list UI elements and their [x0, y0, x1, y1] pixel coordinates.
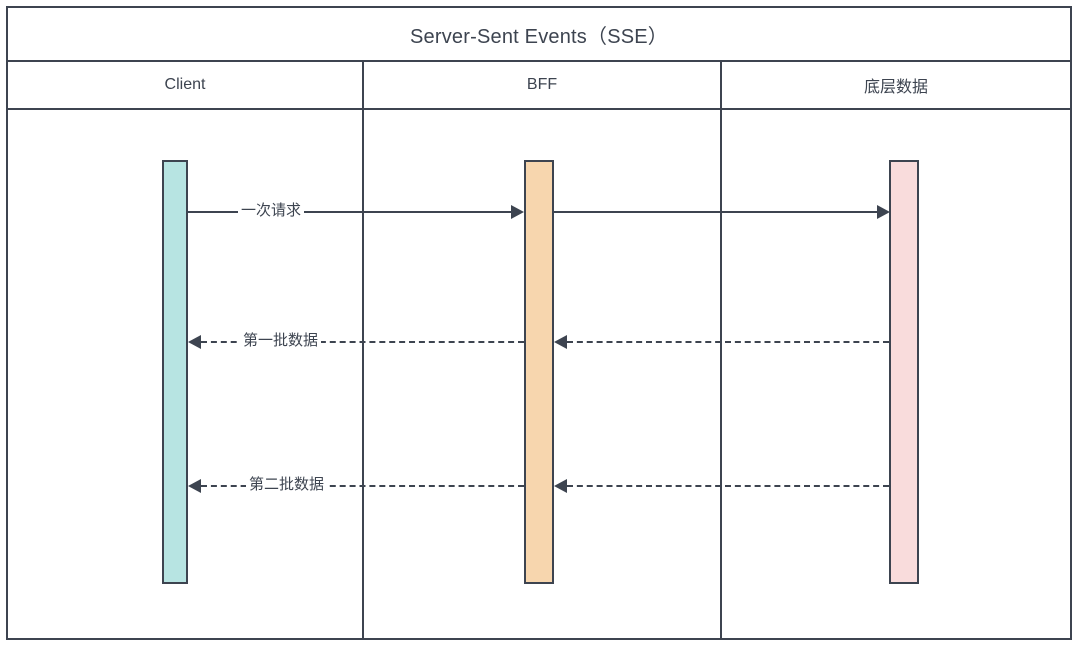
participant-header-client: Client [8, 62, 362, 108]
message-line-request-bff-data [554, 211, 877, 213]
participant-label-client: Client [164, 76, 206, 93]
message-line-batch1-bff-client [201, 341, 524, 343]
diagram-body: 一次请求 第一批数据 第二批数据 [8, 62, 1070, 638]
arrow-head-left-icon [554, 479, 567, 493]
message-line-batch2-data-bff [567, 485, 889, 487]
diagram-title: Server-Sent Events（SSE） [409, 25, 669, 48]
message-label-batch2: 第二批数据 [246, 476, 328, 494]
arrow-head-left-icon [188, 479, 201, 493]
lane-divider-client-bff [362, 62, 364, 638]
message-label-request: 一次请求 [238, 202, 305, 220]
sequence-diagram: Server-Sent Events（SSE） Client BFF 底层数据 … [6, 6, 1072, 640]
activation-bar-bff [524, 160, 554, 584]
participant-header-bff: BFF [364, 62, 720, 108]
participant-label-data: 底层数据 [863, 79, 928, 96]
message-label-batch1: 第一批数据 [240, 332, 322, 350]
participant-header-data: 底层数据 [722, 62, 1070, 108]
activation-bar-client [162, 160, 188, 584]
arrow-head-right-icon [877, 205, 890, 219]
message-line-batch1-data-bff [567, 341, 889, 343]
message-line-batch2-bff-client [201, 485, 524, 487]
participant-header-band: Client BFF 底层数据 [8, 62, 1070, 110]
arrow-head-left-icon [188, 335, 201, 349]
arrow-head-left-icon [554, 335, 567, 349]
arrow-head-right-icon [511, 205, 524, 219]
lane-divider-bff-data [720, 62, 722, 638]
message-line-request-client-bff [188, 211, 511, 213]
participant-label-bff: BFF [526, 76, 558, 93]
activation-bar-data [889, 160, 919, 584]
diagram-title-band: Server-Sent Events（SSE） [8, 8, 1070, 62]
